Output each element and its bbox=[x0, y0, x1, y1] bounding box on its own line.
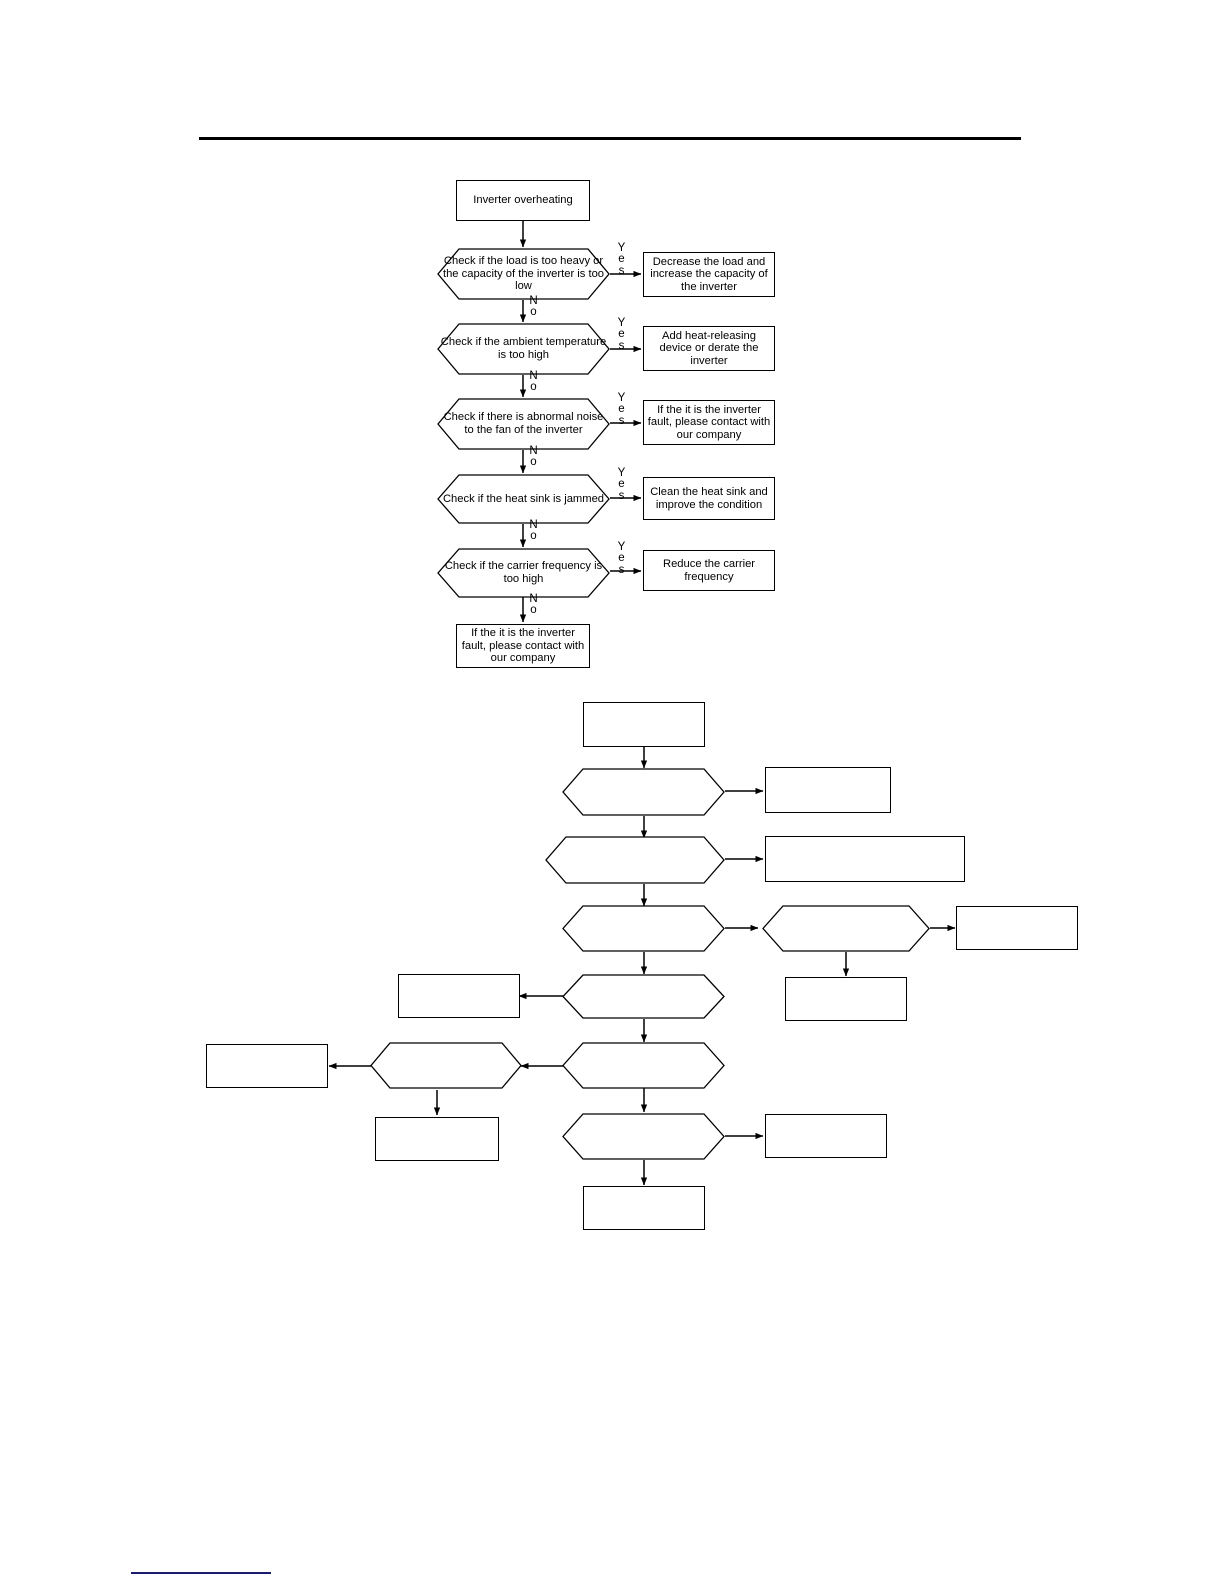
blank-node-b5[interactable] bbox=[398, 974, 520, 1018]
hexagon-outline bbox=[437, 323, 610, 375]
no-char-n: N bbox=[529, 519, 538, 531]
yes-char-y: Y bbox=[617, 392, 626, 404]
blank-node-h6[interactable] bbox=[562, 1113, 725, 1160]
blank-node-h5-left[interactable] bbox=[370, 1042, 522, 1089]
hexagon-outline bbox=[437, 474, 610, 524]
blank-node-b6[interactable] bbox=[785, 977, 907, 1021]
node-label: Add heat-releasing device or derate the … bbox=[659, 329, 759, 367]
node-label: Decrease the load and increase the capac… bbox=[650, 255, 768, 293]
node-label: If the it is the inverter fault, please … bbox=[461, 627, 585, 665]
no-char-n: N bbox=[529, 295, 538, 307]
blank-node-b3[interactable] bbox=[765, 836, 965, 882]
action-clean-heat-sink[interactable]: Clean the heat sink and improve the cond… bbox=[643, 477, 775, 520]
blank-node-h3[interactable] bbox=[562, 905, 725, 952]
yes-char-s: s bbox=[618, 489, 625, 502]
decision-fan-abnormal-noise[interactable]: Check if there is abnormal noise to the … bbox=[437, 398, 610, 450]
node-label: Check if the load is too heavy or the ca… bbox=[442, 255, 605, 293]
yes-char-e: e bbox=[618, 253, 625, 266]
blank-node-b10[interactable] bbox=[583, 1186, 705, 1230]
yes-char-s: s bbox=[618, 414, 625, 427]
node-label: Inverter overheating bbox=[473, 194, 573, 207]
decision-ambient-temperature[interactable]: Check if the ambient temperature is too … bbox=[437, 323, 610, 375]
yes-char-s: s bbox=[618, 563, 625, 576]
hexagon-outline bbox=[437, 398, 610, 450]
blank-node-b9[interactable] bbox=[765, 1114, 887, 1158]
blank-node-b1[interactable] bbox=[583, 702, 705, 747]
no-char-n: N bbox=[529, 370, 538, 382]
blank-node-h2[interactable] bbox=[545, 836, 725, 884]
node-label: Check if there is abnormal noise to the … bbox=[443, 411, 604, 436]
decision-heat-sink-jammed[interactable]: Check if the heat sink is jammed bbox=[437, 474, 610, 524]
node-label: Check if the heat sink is jammed bbox=[442, 492, 605, 505]
action-reduce-carrier-frequency[interactable]: Reduce the carrier frequency bbox=[643, 550, 775, 591]
node-label: If the it is the inverter fault, please … bbox=[647, 403, 771, 441]
footnote-separator-rule bbox=[131, 1572, 271, 1574]
node-inverter-overheating[interactable]: Inverter overheating bbox=[456, 180, 590, 221]
hexagon-outline bbox=[562, 905, 725, 952]
action-add-heat-releasing-device[interactable]: Add heat-releasing device or derate the … bbox=[643, 326, 775, 371]
decision-load-capacity[interactable]: Check if the load is too heavy or the ca… bbox=[437, 248, 610, 300]
header-rule bbox=[199, 137, 1021, 140]
blank-node-h3-right[interactable] bbox=[762, 905, 930, 952]
yes-char-e: e bbox=[618, 328, 625, 341]
no-char-o: o bbox=[530, 381, 537, 394]
hexagon-outline bbox=[437, 248, 610, 300]
yes-char-e: e bbox=[618, 403, 625, 416]
node-label: Clean the heat sink and improve the cond… bbox=[650, 485, 768, 511]
hexagon-outline bbox=[562, 768, 725, 816]
action-contact-company-fan[interactable]: If the it is the inverter fault, please … bbox=[643, 400, 775, 445]
hexagon-outline bbox=[437, 548, 610, 598]
no-char-o: o bbox=[530, 306, 537, 319]
no-char-n: N bbox=[529, 445, 538, 457]
yes-char-e: e bbox=[618, 478, 625, 491]
yes-char-e: e bbox=[618, 552, 625, 565]
node-contact-company-final[interactable]: If the it is the inverter fault, please … bbox=[456, 624, 590, 668]
blank-node-h1[interactable] bbox=[562, 768, 725, 816]
yes-char-s: s bbox=[618, 264, 625, 277]
no-char-o: o bbox=[530, 530, 537, 543]
action-decrease-load[interactable]: Decrease the load and increase the capac… bbox=[643, 252, 775, 297]
hexagon-outline bbox=[562, 1042, 725, 1089]
yes-char-y: Y bbox=[617, 467, 626, 479]
no-char-o: o bbox=[530, 456, 537, 469]
node-label: Check if the carrier frequency is too hi… bbox=[444, 560, 603, 585]
hexagon-outline bbox=[545, 836, 725, 884]
hexagon-outline bbox=[762, 905, 930, 952]
yes-char-y: Y bbox=[617, 317, 626, 329]
blank-node-b7[interactable] bbox=[206, 1044, 328, 1088]
yes-char-s: s bbox=[618, 339, 625, 352]
blank-node-h4[interactable] bbox=[562, 974, 725, 1019]
hexagon-outline bbox=[562, 974, 725, 1019]
blank-node-b8[interactable] bbox=[375, 1117, 499, 1161]
node-label: Reduce the carrier frequency bbox=[662, 557, 756, 583]
no-char-o: o bbox=[530, 604, 537, 617]
no-char-n: N bbox=[529, 593, 538, 605]
blank-node-b2[interactable] bbox=[765, 767, 891, 813]
node-label: Check if the ambient temperature is too … bbox=[440, 336, 607, 361]
blank-node-h5[interactable] bbox=[562, 1042, 725, 1089]
yes-char-y: Y bbox=[617, 242, 626, 254]
hexagon-outline bbox=[562, 1113, 725, 1160]
decision-carrier-frequency[interactable]: Check if the carrier frequency is too hi… bbox=[437, 548, 610, 598]
blank-node-b4[interactable] bbox=[956, 906, 1078, 950]
hexagon-outline bbox=[370, 1042, 522, 1089]
yes-char-y: Y bbox=[617, 541, 626, 553]
